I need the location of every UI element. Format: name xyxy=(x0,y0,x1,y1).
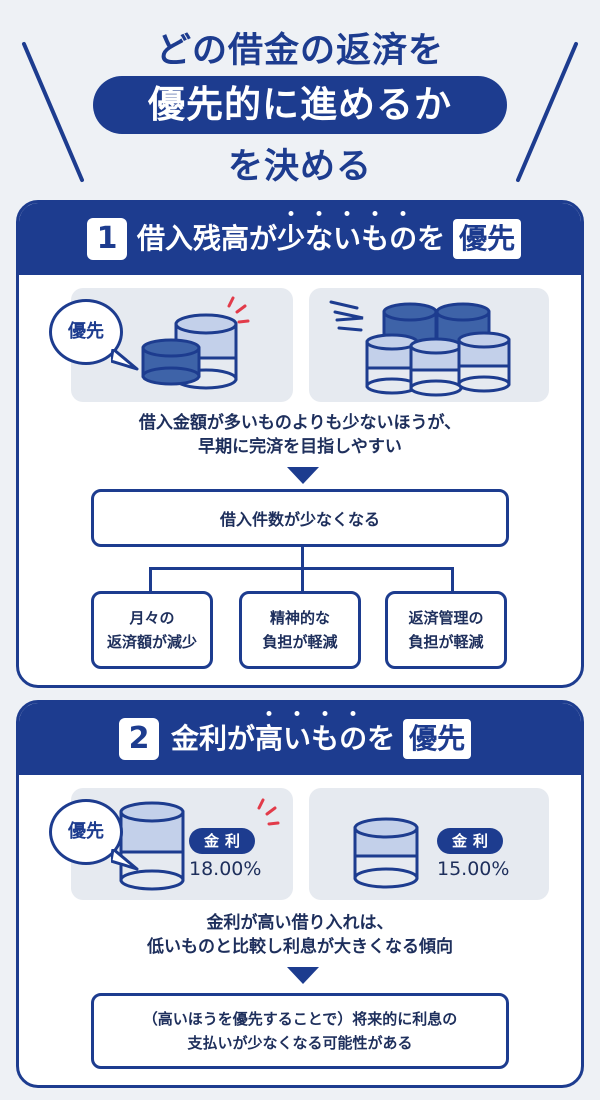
header: どの借金の返済を 優先的に進めるか を決める xyxy=(0,0,600,195)
benefit-line-1: 返済管理の xyxy=(408,609,484,627)
section-2-title-dotted-char: も xyxy=(311,717,339,761)
spark-icon xyxy=(257,798,280,826)
small-stack-coins-icon xyxy=(141,296,250,390)
section-1-card: 1 借入残高が 少 な い も の を 優先 xyxy=(16,200,584,688)
tall-coin-stack-icon xyxy=(119,801,185,891)
stress-swirl-icon xyxy=(329,300,364,332)
benefit-line-1: 精神的な xyxy=(269,609,330,627)
down-arrow-icon xyxy=(287,967,319,984)
connector-line xyxy=(301,547,304,569)
header-decoration-lines xyxy=(22,42,578,182)
section-1-title-dotted-char: な xyxy=(305,217,333,261)
section-1-title-dotted-char: い xyxy=(333,217,361,261)
rate-value-low: 15.00% xyxy=(437,858,510,880)
section-1-description-line-1: 借入金額が多いものよりも少ないほうが、 xyxy=(138,413,462,433)
section-1-title-highlight: 優先 xyxy=(453,219,522,259)
section-2-description-line-2: 低いものと比較し利息が大きくなる傾向 xyxy=(147,937,453,957)
section-2-number: 2 xyxy=(119,718,159,760)
bubble-tail xyxy=(111,849,139,871)
section-1-title-post: を xyxy=(417,222,446,255)
section-2-title-dotted-char: 高 xyxy=(255,717,283,761)
short-coin-stack-icon xyxy=(353,817,419,889)
connector-line xyxy=(301,567,304,591)
section-2-title-dotted-char: の xyxy=(339,717,367,761)
section-2-description-line-1: 金利が高い借り入れは、 xyxy=(206,913,394,933)
section-2-panel-right: 金利 15.00% xyxy=(309,788,549,900)
section-2-result-box: （高いほうを優先することで）将来的に利息の 支払いが少なくなる可能性がある xyxy=(91,993,509,1069)
section-2-title-dotted-char: い xyxy=(283,717,311,761)
section-1-header: 1 借入残高が 少 な い も の を 優先 xyxy=(19,203,581,275)
section-2-title: 金利が 高 い も の を 優先 xyxy=(171,717,472,761)
section-2-result-line-2: 支払いが少なくなる可能性がある xyxy=(187,1034,413,1052)
bubble-tail xyxy=(111,349,139,371)
large-stack-coins-icon xyxy=(329,300,511,397)
section-2-title-pre: 金利が xyxy=(171,722,256,755)
section-1-title-dotted-char: の xyxy=(389,217,417,261)
rate-value-high: 18.00% xyxy=(189,858,262,880)
benefit-box: 月々の 返済額が減少 xyxy=(91,591,213,669)
section-2-title-post: を xyxy=(367,722,396,755)
benefit-box: 精神的な 負担が軽減 xyxy=(239,591,361,669)
rate-label-pill: 金利 xyxy=(437,828,503,854)
benefit-line-2: 返済額が減少 xyxy=(106,633,197,651)
section-1-title: 借入残高が 少 な い も の を 優先 xyxy=(137,217,522,261)
section-1-title-pre: 借入残高が xyxy=(137,222,278,255)
title-highlight-pill: 優先的に進めるか xyxy=(93,76,507,134)
section-2-header: 2 金利が 高 い も の を 優先 xyxy=(19,703,581,775)
rate-label-pill: 金利 xyxy=(189,828,255,854)
benefit-line-1: 月々の xyxy=(129,609,175,627)
spark-icon xyxy=(227,296,250,324)
title-line-3: を決める xyxy=(227,147,372,187)
connector-line xyxy=(149,567,152,591)
section-2-result-line-1: （高いほうを優先することで）将来的に利息の xyxy=(142,1010,458,1028)
benefit-box: 返済管理の 負担が軽減 xyxy=(385,591,507,669)
benefit-line-2: 負担が軽減 xyxy=(408,633,484,651)
connector-line xyxy=(451,567,454,591)
section-1-description-line-2: 早期に完済を目指しやすい xyxy=(198,437,402,457)
section-1-title-dotted-char: も xyxy=(361,217,389,261)
down-arrow-icon xyxy=(287,467,319,484)
benefit-line-2: 負担が軽減 xyxy=(262,633,338,651)
title-line-1: どの借金の返済を xyxy=(155,31,444,71)
section-1-result-box: 借入件数が少なくなる xyxy=(91,489,509,547)
section-1-title-dotted-char: 少 xyxy=(277,217,305,261)
section-2-title-highlight: 優先 xyxy=(403,719,472,759)
section-1-number: 1 xyxy=(87,218,127,260)
section-2-card: 2 金利が 高 い も の を 優先 金利 18.00% 優先 xyxy=(16,700,584,1088)
section-1-panel-right xyxy=(309,288,549,402)
